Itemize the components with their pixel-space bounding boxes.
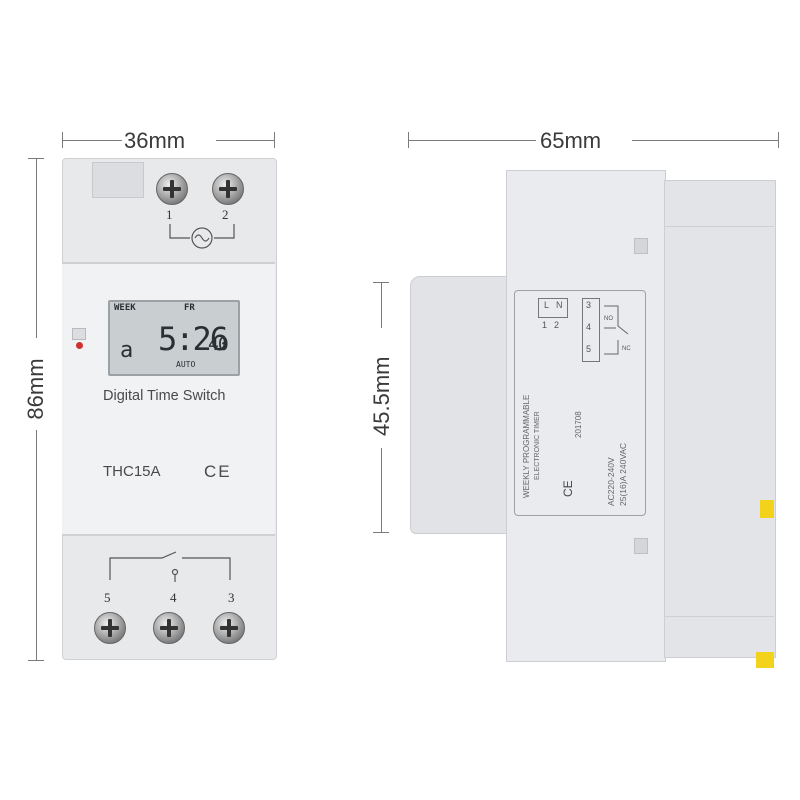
dim-tick [778,132,779,148]
screw-terminal-1 [156,173,188,205]
side-label-1: 1 [542,320,548,330]
side-front-cover [410,276,512,534]
side-label-n: N [556,300,563,310]
screw-terminal-3 [213,612,245,644]
top-terminal-cover [92,162,144,198]
rear-rib [664,616,774,617]
side-label-nc: NC [622,346,631,352]
lcd-seconds: 40 [208,334,229,355]
lcd-mode: AUTO [176,360,196,369]
terminal-label-3: 3 [228,590,235,605]
dim-label-height-front: 86mm [23,358,48,420]
side-label-5: 5 [586,344,592,354]
lcd-time: 5:26 [158,320,229,358]
side-contact-diagram [604,305,629,355]
dim-line [381,282,382,328]
dim-line [381,448,382,532]
side-rating1: AC220-240V [606,457,616,506]
side-label-panel [514,290,646,516]
dim-label-width-side: 65mm [540,128,602,153]
side-ce-mark: CE [561,480,575,497]
side-label-4: 4 [586,322,592,332]
dim-line [36,158,37,338]
side-slot [634,538,648,554]
status-led [76,342,83,349]
rear-rib [664,226,774,227]
terminal-label-1: 1 [166,207,173,222]
terminal-label-5: 5 [104,590,111,605]
side-rear-section [664,180,776,658]
screw-terminal-5 [94,612,126,644]
dim-label-width-front: 36mm [124,128,186,153]
side-terminal-box-top [538,298,568,318]
side-label-2: 2 [554,320,560,330]
dim-line [632,140,778,141]
lcd-week-label: WEEK [114,303,136,313]
dim-tick [373,532,389,533]
side-label-no: NO [604,316,613,322]
din-clip-yellow [760,500,774,518]
ce-mark: CE [204,462,232,481]
terminal-label-2: 2 [222,207,229,222]
ac-symbol-wiring [169,224,235,249]
side-rating2: 25(16)A 240VAC [618,442,628,506]
dim-label-height-side: 45.5mm [369,356,394,436]
dim-tick [28,660,44,661]
product-name: Digital Time Switch [103,388,226,404]
side-label-3: 3 [586,300,592,310]
side-product-line2: ELECTRONIC TIMER [534,411,541,480]
side-terminal-box-right [582,298,600,362]
relay-contact-wiring [109,551,231,582]
dim-line [216,140,274,141]
side-slot [634,238,648,254]
lcd-day-digit: a [120,338,134,363]
side-label-l: L [544,300,550,310]
screw-terminal-4 [153,612,185,644]
dim-tick [274,132,275,148]
dim-line [62,140,122,141]
dim-line [36,430,37,660]
dim-line [408,140,536,141]
led-housing [72,328,86,340]
side-code: 201708 [574,411,583,438]
lcd-display [108,300,240,376]
model-number: THC15A [103,463,161,480]
side-product-line1: WEEKLY PROGRAMMABLE [522,394,531,498]
terminal-label-4: 4 [170,590,177,605]
screw-terminal-2 [212,173,244,205]
din-clip-yellow [756,652,774,668]
lcd-day-label: FR [184,303,195,313]
